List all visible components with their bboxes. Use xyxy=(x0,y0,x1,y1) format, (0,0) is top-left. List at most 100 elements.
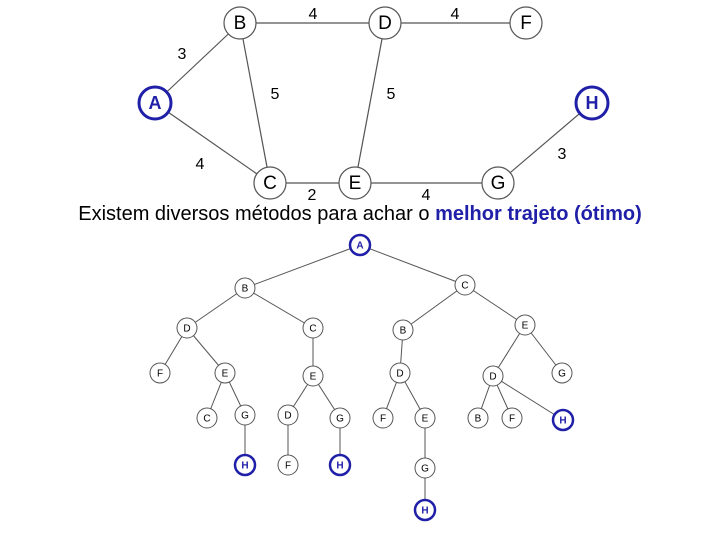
tree-node-circle xyxy=(501,407,523,429)
tree-node-label: E xyxy=(310,372,317,383)
graph-node-circle xyxy=(574,85,610,121)
tree-node-c: C xyxy=(302,317,324,339)
graph-weight-g-h: 3 xyxy=(558,146,567,163)
graph-node-d: D xyxy=(368,6,402,40)
tree-node-b: B xyxy=(392,319,414,341)
graph-nodes: B D F A H C E G xyxy=(137,6,610,200)
tree-node-g: G xyxy=(329,407,351,429)
graph-node-circle xyxy=(368,6,402,40)
tree-node-circle xyxy=(467,407,489,429)
tree-node-b: B xyxy=(234,277,256,299)
tree-node-circle xyxy=(392,319,414,341)
tree-node-h: H xyxy=(328,453,352,477)
tree-node-label: B xyxy=(400,326,407,337)
tree-node-e: E xyxy=(514,314,536,336)
graph-weight-b-a: 3 xyxy=(178,46,187,63)
tree-node-label: E xyxy=(222,369,229,380)
tree-node-circle xyxy=(551,408,575,432)
graph-node-label: A xyxy=(149,93,162,113)
tree-node-label: D xyxy=(489,372,496,383)
tree-node-label: F xyxy=(509,414,515,425)
graph-weight-b-d: 4 xyxy=(309,6,318,23)
graph-edge-b-c xyxy=(239,22,271,184)
graph-edge-a-c xyxy=(154,102,271,184)
tree-node-circle xyxy=(277,454,299,476)
tree-node-h: H xyxy=(233,453,257,477)
graph-node-label: B xyxy=(234,13,247,34)
graph-node-circle xyxy=(338,166,372,200)
tree-node-circle xyxy=(551,362,573,384)
graph-node-circle xyxy=(253,166,287,200)
graph-node-a: A xyxy=(137,85,173,121)
graph-edge-d-e xyxy=(354,22,386,184)
tree-node-circle xyxy=(482,365,504,387)
tree-node-label: C xyxy=(461,281,468,292)
tree-node-d: D xyxy=(176,317,198,339)
tree-edge xyxy=(492,375,564,421)
tree-node-h: H xyxy=(413,498,437,522)
graph-node-e: E xyxy=(338,166,372,200)
graph-weight-e-g: 4 xyxy=(422,187,431,204)
tree-node-label: G xyxy=(336,414,344,425)
tree-node-label: C xyxy=(203,414,210,425)
tree-node-label: F xyxy=(157,369,163,380)
tree-node-circle xyxy=(234,277,256,299)
tree-node-d: D xyxy=(482,365,504,387)
tree-node-label: D xyxy=(396,369,403,380)
tree-node-label: E xyxy=(422,414,429,425)
graph-node-label: D xyxy=(378,13,392,34)
graph-weight-b-c: 5 xyxy=(271,86,280,103)
tree-node-label: A xyxy=(356,241,363,252)
graph-node-label: E xyxy=(349,173,362,194)
tree-edge xyxy=(464,284,526,326)
caption: Existem diversos métodos para achar o me… xyxy=(0,203,720,226)
tree-node-label: G xyxy=(558,369,566,380)
tree-node-circle xyxy=(414,407,436,429)
graph-node-circle xyxy=(481,166,515,200)
tree-node-circle xyxy=(372,407,394,429)
tree-edge xyxy=(186,287,246,329)
graph-node-label: G xyxy=(491,173,506,194)
tree-node-label: G xyxy=(241,411,249,422)
tree-node-g: G xyxy=(551,362,573,384)
tree-node-label: B xyxy=(242,284,249,295)
tree-node-label: B xyxy=(475,414,482,425)
tree-node-label: E xyxy=(522,321,529,332)
tree-node-circle xyxy=(514,314,536,336)
tree-node-circle xyxy=(302,365,324,387)
graph-weight-a-c: 4 xyxy=(196,156,205,173)
tree-edge xyxy=(359,244,466,286)
tree-node-d: D xyxy=(277,404,299,426)
tree-node-label: D xyxy=(284,411,291,422)
graph-node-circle xyxy=(223,6,257,40)
tree-node-g: G xyxy=(414,457,436,479)
graph-node-circle xyxy=(509,6,543,40)
graph-node-b: B xyxy=(223,6,257,40)
tree-node-b: B xyxy=(467,407,489,429)
tree-node-a: A xyxy=(348,233,372,257)
tree-node-label: H xyxy=(421,506,428,517)
tree-node-circle xyxy=(389,362,411,384)
caption-prefix: Existem diversos métodos para achar o xyxy=(78,203,436,225)
graph-edges xyxy=(154,22,593,184)
graph-node-g: G xyxy=(481,166,515,200)
tree-node-circle xyxy=(277,404,299,426)
tree-node-e: E xyxy=(414,407,436,429)
graph-node-c: C xyxy=(253,166,287,200)
tree-node-circle xyxy=(149,362,171,384)
graph-edge-g-h xyxy=(497,102,593,184)
graph-node-label: F xyxy=(520,13,532,34)
graph-node-circle xyxy=(137,85,173,121)
tree-node-circle xyxy=(233,453,257,477)
tree-node-e: E xyxy=(302,365,324,387)
caption-highlight: melhor trajeto (ótimo) xyxy=(435,203,642,225)
tree-node-label: F xyxy=(380,414,386,425)
graph-node-h: H xyxy=(574,85,610,121)
tree-node-f: F xyxy=(149,362,171,384)
tree-edge xyxy=(244,287,314,329)
graph-weight-d-f: 4 xyxy=(451,6,460,23)
tree-node-c: C xyxy=(454,274,476,296)
tree-node-h: H xyxy=(551,408,575,432)
tree-node-circle xyxy=(196,407,218,429)
